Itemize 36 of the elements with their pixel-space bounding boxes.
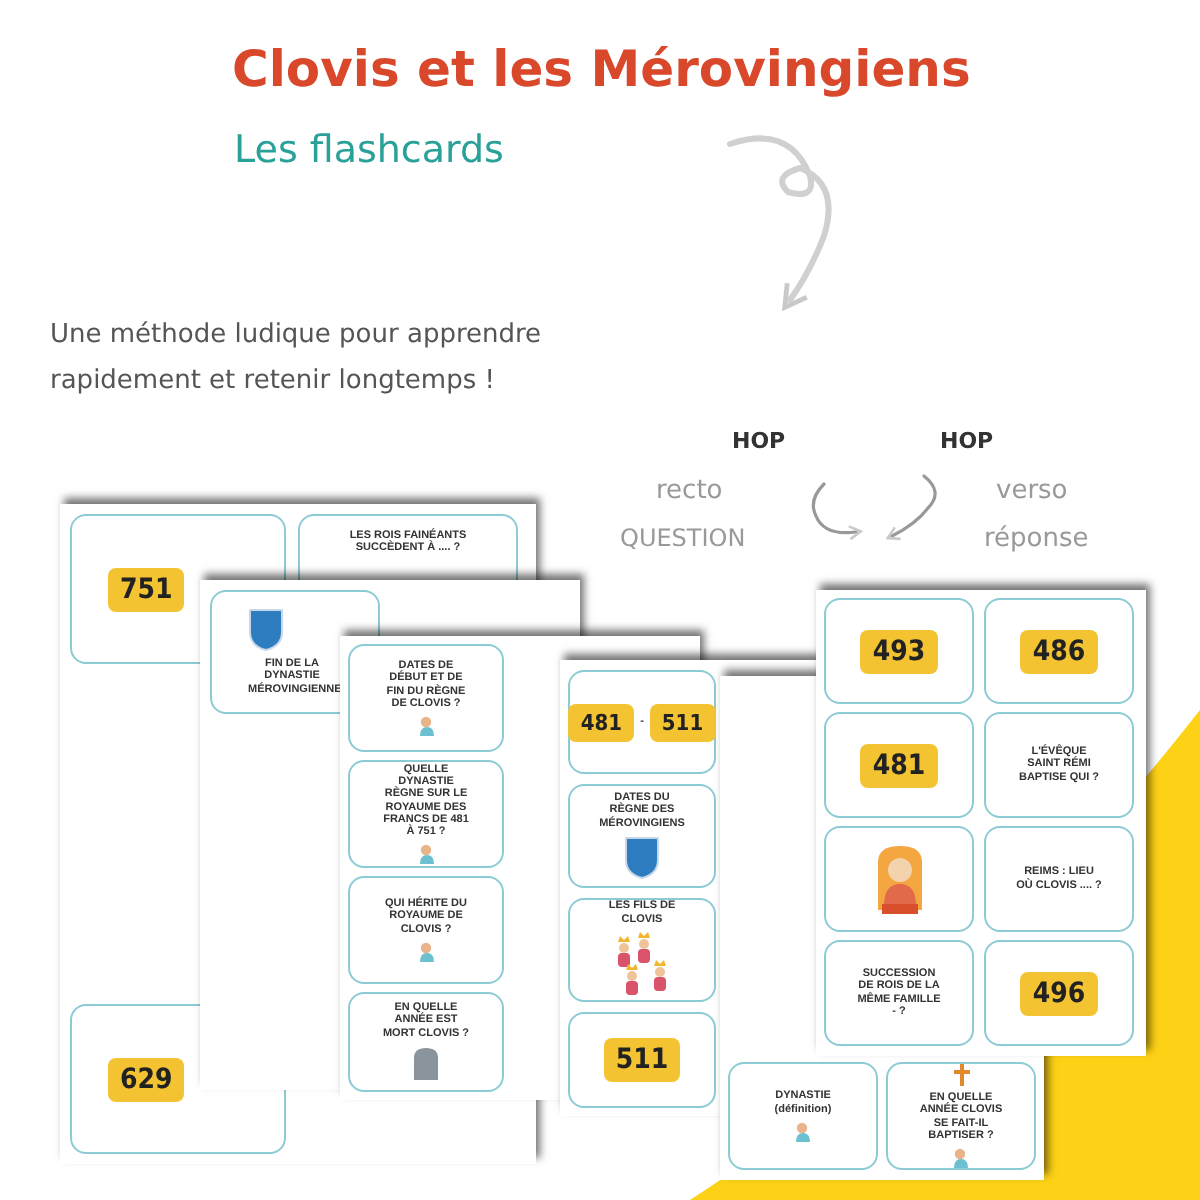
flashcard [348, 644, 504, 752]
flashcard [824, 826, 974, 932]
flashcard [568, 784, 716, 888]
question-label: QUESTION [620, 524, 746, 553]
flashcard [984, 598, 1134, 704]
flashcard [984, 940, 1134, 1046]
flashcard [728, 1062, 878, 1170]
flashcard [886, 1062, 1036, 1170]
title: Clovis et les Mérovingiens [232, 40, 971, 98]
subtitle: Les flashcards [234, 128, 504, 174]
year-badge: 629 [108, 1057, 185, 1101]
year-badge: 481 [568, 703, 635, 741]
flashcard [984, 712, 1134, 818]
flashcard [984, 826, 1134, 932]
year-badge: 496 [1020, 971, 1098, 1015]
flashcard [568, 898, 716, 1002]
hop-label: HOP [940, 428, 994, 455]
hop-label: HOP [732, 428, 786, 455]
flashcard [348, 760, 504, 868]
flashcard [824, 940, 974, 1046]
flashcard [568, 1012, 716, 1108]
year-badge: 481 [860, 743, 938, 787]
year-badge: 493 [860, 629, 938, 673]
tagline: Une méthode ludique pour apprendre rapidement et retenir longtemps ! [50, 318, 544, 400]
flashcard [348, 876, 504, 984]
year-badge: 511 [603, 1038, 681, 1082]
answer-label: réponse [984, 524, 1089, 556]
flashcard [568, 670, 716, 774]
year-badge: 486 [1020, 629, 1098, 673]
year-badge: 511 [649, 703, 716, 741]
flashcard [824, 598, 974, 704]
flashcard [824, 712, 974, 818]
flashcard [348, 992, 504, 1092]
verso-label: verso [996, 476, 1068, 508]
year-badge: 751 [108, 567, 185, 611]
recto-label: recto [656, 476, 723, 508]
